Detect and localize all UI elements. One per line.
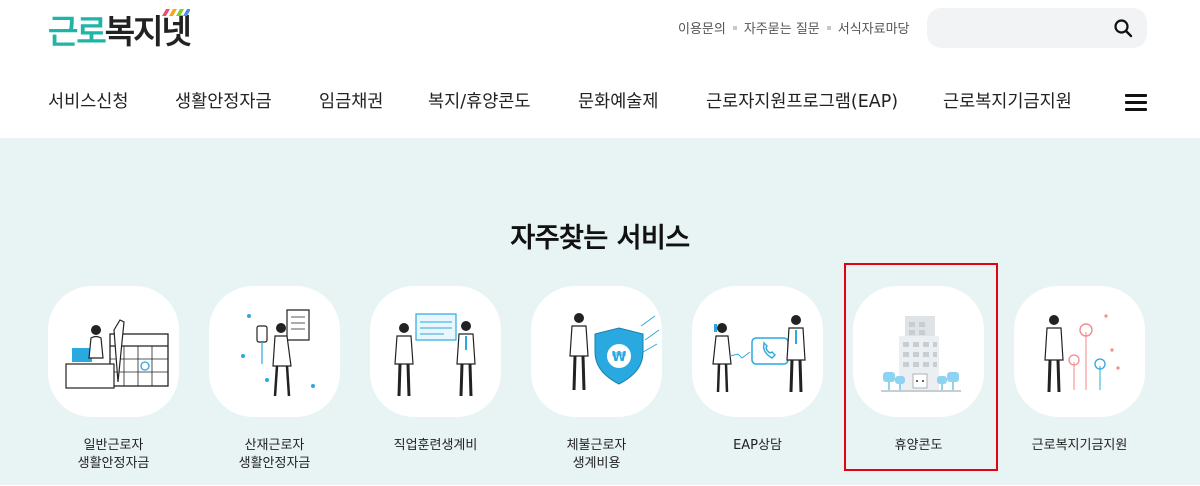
service-item-training-living-cost[interactable]: 직업훈련생계비 [370,286,531,486]
desk-calendar-illustration-icon [65,319,169,389]
search-icon[interactable] [1113,18,1133,38]
nav-item-welfare-condo[interactable]: 복지/휴양콘도 [428,92,531,112]
logo-stripes-icon [162,9,190,16]
service-item-resort-condo[interactable]: 휴양콘도 [853,286,1014,486]
service-label: 휴양콘도 [894,438,943,453]
iv-document-illustration-icon [241,309,315,397]
nav-item-culture-festival[interactable]: 문화예술제 [578,92,659,112]
service-label: 일반근로자 생활안정자금 [77,438,150,471]
service-item-unpaid-worker-cost[interactable]: ₩ 체불근로자 생계비용 [531,286,692,486]
fund-flowers-illustration-icon [1044,314,1120,393]
service-item-welfare-fund-support[interactable]: 근로복지기금지원 [1014,286,1175,486]
nav-item-welfare-fund[interactable]: 근로복지기금지원 [943,92,1072,112]
util-link-inquiry[interactable]: 이용문의 [678,22,726,37]
service-label: EAP상담 [733,438,782,453]
won-shield-illustration-icon: ₩ [569,313,660,391]
service-item-eap-consult[interactable]: EAP상담 [692,286,853,486]
search-input[interactable] [943,16,1107,42]
service-label: 근로복지기금지원 [1031,438,1128,453]
nav-item-living-fund[interactable]: 생활안정자금 [175,92,272,112]
site-header: 근로복지넷 이용문의 자주묻는 질문 서식자료마당 서비스신청 생활안정자금 임… [0,0,1200,138]
site-logo[interactable]: 근로복지넷 [48,6,192,52]
nav-item-service-apply[interactable]: 서비스신청 [48,92,129,112]
frequent-services-section: 자주찾는 서비스 일반근로자 생활안정자금 [0,138,1200,485]
training-board-illustration-icon [394,313,476,397]
section-title: 자주찾는 서비스 [510,223,690,254]
search-box [927,8,1147,48]
service-label: 직업훈련생계비 [393,438,478,453]
nav-item-wage-claim[interactable]: 임금채권 [319,92,384,112]
service-label: 산재근로자 생활안정자금 [238,438,311,471]
condo-building-illustration-icon [881,316,961,392]
util-separator [826,25,831,30]
service-item-industrial-accident-fund[interactable]: 산재근로자 생활안정자금 [209,286,370,486]
service-label: 체불근로자 생계비용 [566,438,627,471]
util-link-forms[interactable]: 서식자료마당 [837,22,910,37]
nav-item-eap[interactable]: 근로자지원프로그램(EAP) [706,92,899,112]
utility-links: 이용문의 자주묻는 질문 서식자료마당 [678,18,910,37]
util-link-faq[interactable]: 자주묻는 질문 [743,22,820,37]
svg-text:₩: ₩ [612,350,627,365]
logo-text-teal: 근로 [48,12,107,51]
menu-icon[interactable] [1125,94,1147,112]
main-navigation: 서비스신청 생활안정자금 임금채권 복지/휴양콘도 문화예술제 근로자지원프로그… [0,88,1200,118]
util-separator [732,25,737,30]
logo-text-dark: 복지넷 [104,12,192,51]
service-item-general-living-fund[interactable]: 일반근로자 생활안정자금 [48,286,209,486]
phone-consult-illustration-icon [712,315,806,393]
